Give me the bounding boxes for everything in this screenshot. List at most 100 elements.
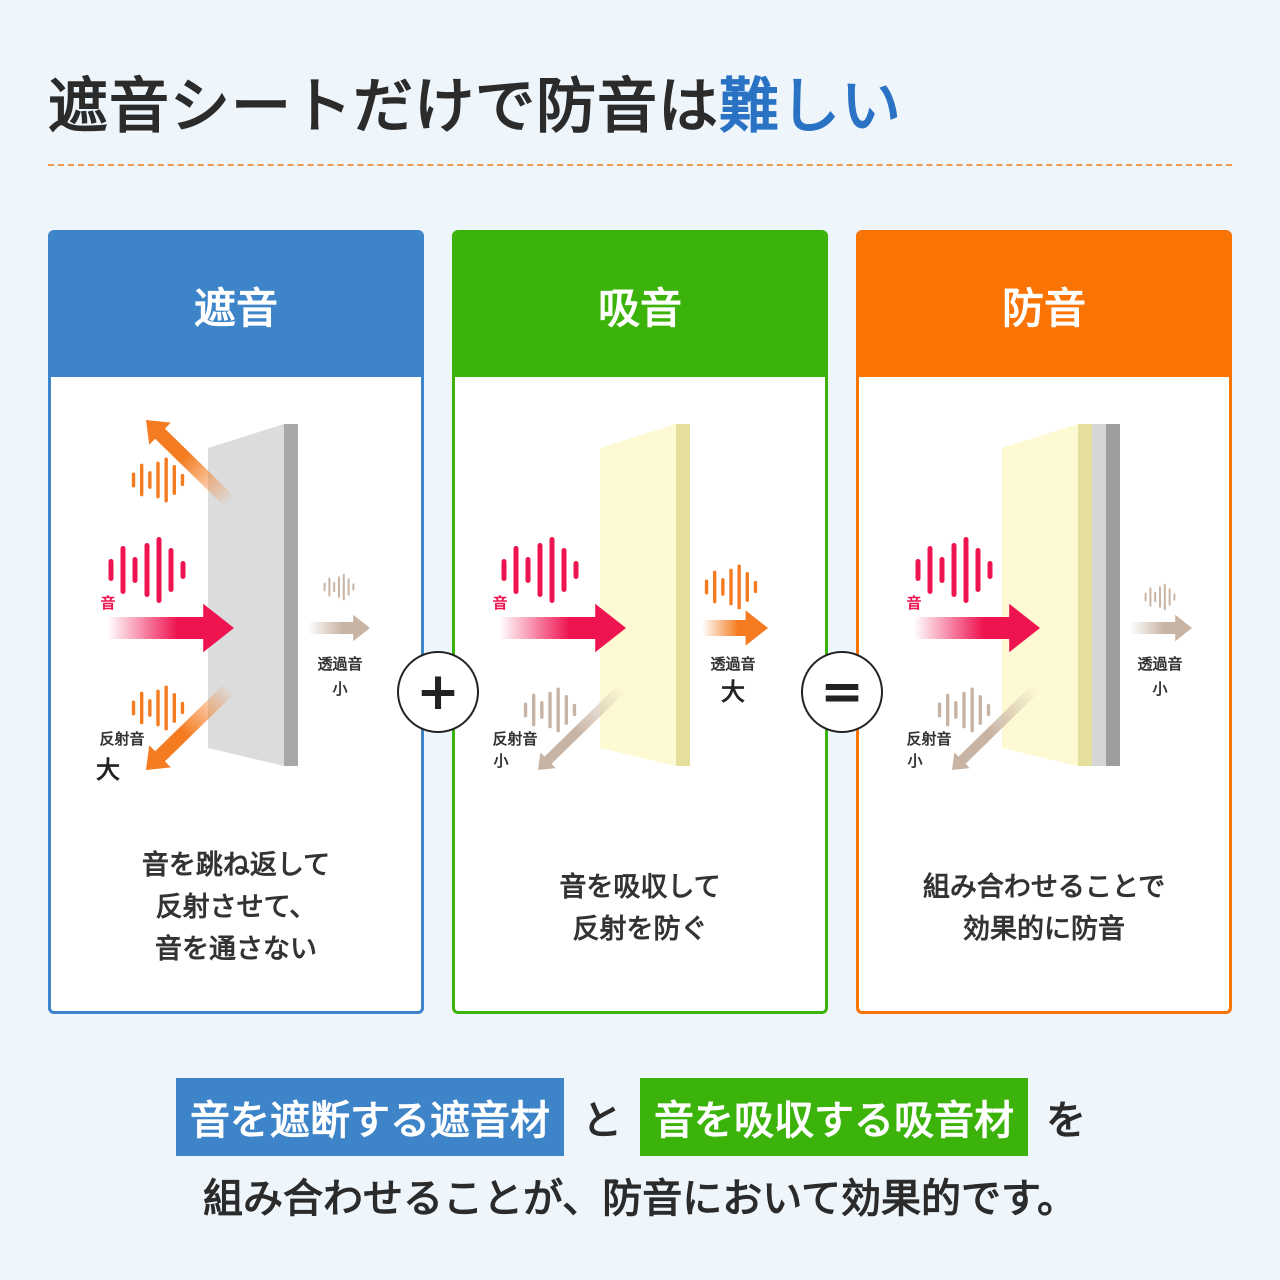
wave-bar bbox=[352, 583, 355, 591]
panel-heading: 吸音 bbox=[455, 233, 825, 377]
sound-wave-icon bbox=[501, 537, 579, 603]
wave-bar bbox=[753, 580, 758, 594]
wave-bar bbox=[132, 557, 138, 583]
wave-bar bbox=[987, 561, 993, 579]
arrow-shape bbox=[1130, 614, 1192, 642]
reflected-arrow-icon bbox=[146, 682, 235, 770]
summary-joiner: と bbox=[582, 1098, 622, 1144]
wave-bar bbox=[131, 472, 136, 488]
wave-bar bbox=[939, 557, 945, 583]
wave-bar bbox=[108, 559, 114, 581]
reflected-wave-icon bbox=[131, 685, 185, 731]
soundproofing-illustration: 音 反射音 小 透過音 小 bbox=[906, 424, 1192, 770]
transmitted-wave-icon bbox=[323, 573, 355, 601]
wave-bar bbox=[1159, 586, 1161, 608]
wave-bar bbox=[975, 548, 981, 592]
wave-bar bbox=[347, 578, 350, 596]
wave-bar bbox=[168, 548, 174, 592]
desc-line: 反射させて、 bbox=[155, 892, 317, 923]
absorber-front bbox=[1002, 424, 1078, 766]
transmitted-arrow-icon bbox=[308, 614, 370, 642]
wave-bar bbox=[548, 691, 552, 729]
arrow-shape bbox=[500, 603, 626, 653]
reflected-arrow-icon bbox=[952, 684, 1040, 770]
desc-line: 音を吸収して bbox=[559, 872, 721, 903]
wave-bar bbox=[523, 702, 528, 718]
arrow-shape bbox=[702, 610, 768, 646]
wave-bar bbox=[342, 573, 345, 601]
arrow-shape bbox=[108, 603, 234, 653]
wave-bar bbox=[180, 701, 185, 715]
absorption-illustration: 音 反射音 小 透過音 大 bbox=[492, 424, 768, 770]
sheet-side bbox=[284, 424, 298, 766]
wave-bar bbox=[549, 537, 555, 603]
wave-bar bbox=[164, 457, 168, 503]
transmitted-wave-icon bbox=[704, 564, 758, 610]
reflected-level: 小 bbox=[493, 752, 508, 770]
transmitted-wave-icon bbox=[1144, 583, 1176, 611]
transmitted-level: 大 bbox=[721, 678, 745, 706]
wave-bar bbox=[954, 701, 958, 719]
wave-bar bbox=[148, 699, 152, 717]
insulation-material-badge: 音を遮断する遮音材 bbox=[176, 1078, 564, 1156]
panel-heading: 遮音 bbox=[51, 233, 421, 377]
wave-bar bbox=[148, 471, 152, 489]
transmitted-label: 透過音 bbox=[317, 655, 362, 673]
reflected-level: 大 bbox=[96, 756, 120, 784]
panel-heading: 防音 bbox=[859, 233, 1229, 377]
wave-bar bbox=[323, 582, 326, 592]
wave-bar bbox=[328, 577, 331, 597]
reflected-label: 反射音 bbox=[99, 730, 144, 748]
reflected-arrow-icon bbox=[146, 420, 235, 508]
reflected-label: 反射音 bbox=[492, 730, 537, 748]
incident-arrow-icon bbox=[108, 603, 234, 653]
sheet-layer bbox=[1092, 424, 1106, 766]
sheet-side bbox=[1106, 424, 1120, 766]
sound-label: 音 bbox=[906, 594, 921, 612]
insulation-illustration: 音 反射音 大 透過音 小 bbox=[96, 420, 370, 784]
wave-bar bbox=[561, 548, 567, 592]
wave-bar bbox=[120, 546, 126, 594]
incident-arrow-icon bbox=[914, 603, 1040, 653]
wave-bar bbox=[525, 557, 531, 583]
wave-bar bbox=[564, 695, 569, 725]
desc-line: 音を跳ね返して bbox=[141, 850, 331, 881]
plus-icon: + bbox=[397, 651, 479, 733]
absorption-material-badge: 音を吸収する吸音材 bbox=[640, 1078, 1028, 1156]
title-main: 遮音シートだけで防音は bbox=[48, 72, 719, 142]
panel-sound-absorption: 吸音 音 反射音 小 透過音 大 音を吸収して 反射を防ぐ bbox=[452, 230, 828, 1014]
desc-line: 組み合わせることで bbox=[922, 872, 1166, 903]
wave-bar bbox=[915, 559, 921, 581]
wave-bar bbox=[540, 701, 544, 719]
desc-line: 効果的に防音 bbox=[963, 914, 1125, 945]
wave-bar bbox=[721, 578, 725, 596]
transmitted-level: 小 bbox=[332, 680, 347, 698]
equals-icon: = bbox=[801, 651, 883, 733]
wave-bar bbox=[978, 695, 983, 725]
wave-bar bbox=[937, 702, 942, 718]
wave-bar bbox=[951, 543, 957, 597]
absorber-side bbox=[676, 424, 690, 766]
wave-bar bbox=[986, 703, 991, 717]
sound-wave-icon bbox=[108, 537, 186, 603]
sound-label: 音 bbox=[492, 594, 507, 612]
wave-bar bbox=[745, 572, 750, 602]
panel-description: 音を跳ね返して 反射させて、 音を通さない bbox=[51, 845, 421, 971]
summary-suffix: を bbox=[1046, 1098, 1086, 1144]
summary-line-1: 音を遮断する遮音材 と 音を吸収する吸音材 を bbox=[0, 1078, 1280, 1156]
wave-bar bbox=[333, 581, 336, 593]
reflected-wave-icon bbox=[523, 687, 577, 733]
sound-label: 音 bbox=[100, 594, 115, 612]
wave-bar bbox=[963, 537, 969, 603]
transmitted-arrow-icon bbox=[1130, 614, 1192, 642]
panel-soundproofing: 防音 音 反射音 小 透過音 小 組み合わせることで 効果的に防音 bbox=[856, 230, 1232, 1014]
sheet-front bbox=[208, 424, 284, 766]
wave-bar bbox=[1149, 587, 1152, 607]
wave-bar bbox=[164, 685, 168, 731]
reflected-label: 反射音 bbox=[906, 730, 951, 748]
wave-bar bbox=[704, 579, 709, 595]
panel-sound-insulation: 遮音 音 反射音 大 透過音 小 音を跳ね返して 反射させて、 音を通さない bbox=[48, 230, 424, 1014]
wave-bar bbox=[156, 461, 160, 499]
arrow-shape bbox=[308, 614, 370, 642]
transmitted-level: 小 bbox=[1152, 680, 1167, 698]
